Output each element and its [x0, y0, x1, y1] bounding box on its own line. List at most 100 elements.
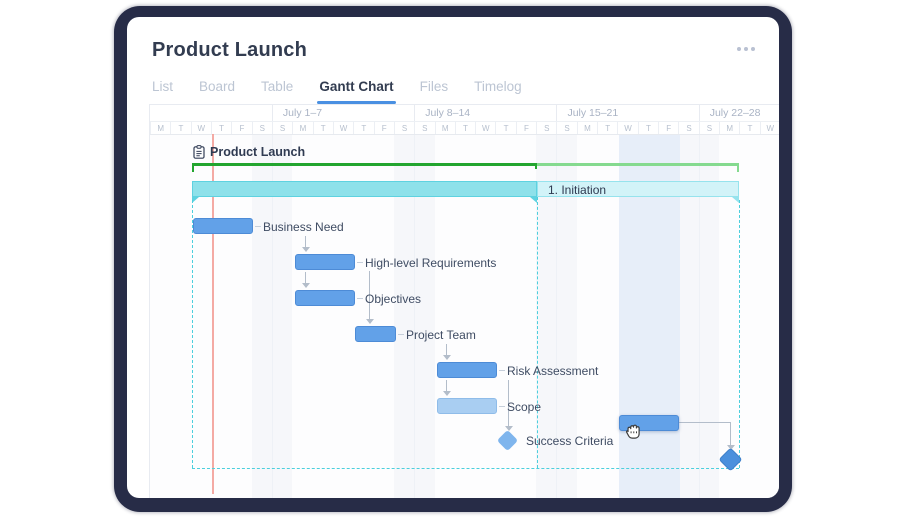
task-bar[interactable]: [355, 326, 396, 342]
dependency-arrow: [504, 426, 513, 431]
project-name: Product Launch: [210, 145, 306, 159]
dependency-line: [508, 380, 509, 427]
day-letter-cell: M: [292, 121, 313, 134]
week-gridline: [414, 105, 416, 498]
project-row-label: Product Launch: [193, 145, 305, 159]
dependency-line: [730, 422, 731, 446]
app-window-frame: Product Launch List Board Table Gantt Chart…: [114, 6, 792, 512]
day-letter-cell: S: [414, 121, 435, 134]
day-letter-cell: S: [271, 121, 293, 134]
day-letter-cell: S: [393, 121, 415, 134]
tab-gantt-chart[interactable]: Gantt Chart: [317, 79, 396, 104]
week-label: July 1–7: [271, 105, 414, 121]
day-letter-cell: S: [251, 121, 272, 134]
task-label: Project Team: [406, 327, 476, 342]
project-line-split-cap: [535, 163, 537, 169]
week-gridline: [556, 105, 558, 498]
today-marker-line: [212, 134, 214, 494]
day-letter-cell: T: [312, 121, 333, 134]
task-label: Scope: [507, 399, 542, 414]
task-label-tick: [499, 370, 505, 371]
week-gridline: [698, 105, 700, 498]
task-label: Risk Assessment: [507, 363, 599, 378]
tab-list[interactable]: List: [152, 79, 174, 94]
day-letter-cell: W: [475, 121, 496, 134]
tab-table[interactable]: Table: [261, 79, 294, 94]
day-letter-cell: M: [576, 121, 598, 134]
task-bar[interactable]: [193, 218, 253, 234]
phase-tail-end: [732, 197, 739, 203]
task-label-tick: [255, 226, 261, 227]
week-label: [150, 105, 272, 121]
task-label-tick: [499, 406, 505, 407]
phase-bar-rest[interactable]: 1. Initiation: [537, 181, 739, 197]
day-letter-cell: S: [556, 121, 577, 134]
tab-files[interactable]: Files: [419, 79, 449, 94]
ellipsis-icon: [751, 47, 755, 51]
ellipsis-icon: [737, 47, 741, 51]
day-letter-cell: F: [658, 121, 679, 134]
day-letter-cell: W: [759, 121, 779, 134]
dragged-task-bar[interactable]: [619, 415, 679, 431]
day-letter-cell: T: [495, 121, 516, 134]
task-label: Business Need: [263, 219, 344, 234]
day-letter-cell: S: [698, 121, 720, 134]
task-bar[interactable]: [295, 254, 355, 270]
day-letter-cell: S: [678, 121, 699, 134]
tab-timelog[interactable]: Timelog: [474, 79, 522, 94]
dependency-arrow: [301, 247, 310, 252]
day-letter-cell: T: [353, 121, 374, 134]
task-label-tick: [398, 334, 404, 335]
tab-bar: List Board Table Gantt Chart Files Timelog: [152, 79, 522, 104]
page-title: Product Launch: [152, 39, 308, 61]
day-letter-cell: M: [150, 121, 171, 134]
week-label: July 8–14: [414, 105, 556, 121]
phase-label: 1. Initiation: [548, 183, 607, 197]
task-label: Objectives: [365, 291, 422, 306]
week-gridline: [271, 105, 273, 498]
day-letter-cell: T: [739, 121, 760, 134]
project-summary-line-rest: [537, 163, 739, 166]
clipboard-icon: [193, 145, 205, 159]
selection-dashed-mid: [537, 197, 538, 468]
dependency-arrow: [442, 391, 451, 396]
day-letter-cell: W: [617, 121, 638, 134]
task-label-tick: [357, 298, 363, 299]
project-summary-line-done: [192, 163, 537, 166]
phase-tail-start: [192, 197, 199, 203]
dependency-arrow: [442, 355, 451, 360]
dependency-line: [679, 422, 731, 423]
project-line-start-cap: [192, 163, 194, 172]
day-letter-cell: F: [373, 121, 394, 134]
phase-tail-split: [530, 197, 537, 203]
more-menu-button[interactable]: [737, 47, 755, 51]
dependency-arrow: [365, 319, 374, 324]
dependency-line: [369, 271, 370, 320]
task-bar[interactable]: [295, 290, 355, 306]
milestone-diamond[interactable]: [496, 429, 518, 451]
task-bar[interactable]: [437, 362, 497, 378]
day-letter-cell: F: [515, 121, 537, 134]
dependency-line: [446, 380, 447, 392]
day-letter-cell: T: [637, 121, 659, 134]
day-letter-cell: S: [536, 121, 557, 134]
task-label-tick: [357, 262, 363, 263]
selection-dashed-left: [192, 200, 193, 468]
day-letter-cell: W: [332, 121, 354, 134]
dependency-line: [305, 272, 306, 284]
project-line-end-cap: [737, 163, 739, 172]
project-card: Product Launch List Board Table Gantt Chart…: [127, 17, 779, 498]
day-letter-cell: W: [190, 121, 211, 134]
task-bar[interactable]: [437, 398, 497, 414]
phase-bar-done[interactable]: [192, 181, 537, 197]
task-label: High-level Requirements: [365, 255, 497, 270]
day-letter-cell: T: [454, 121, 476, 134]
dependency-line: [446, 344, 447, 356]
ellipsis-icon: [744, 47, 748, 51]
dependency-arrow: [301, 283, 310, 288]
selection-dashed-bottom: [192, 468, 739, 469]
week-label: July 15–21: [556, 105, 698, 121]
tab-board[interactable]: Board: [199, 79, 236, 94]
